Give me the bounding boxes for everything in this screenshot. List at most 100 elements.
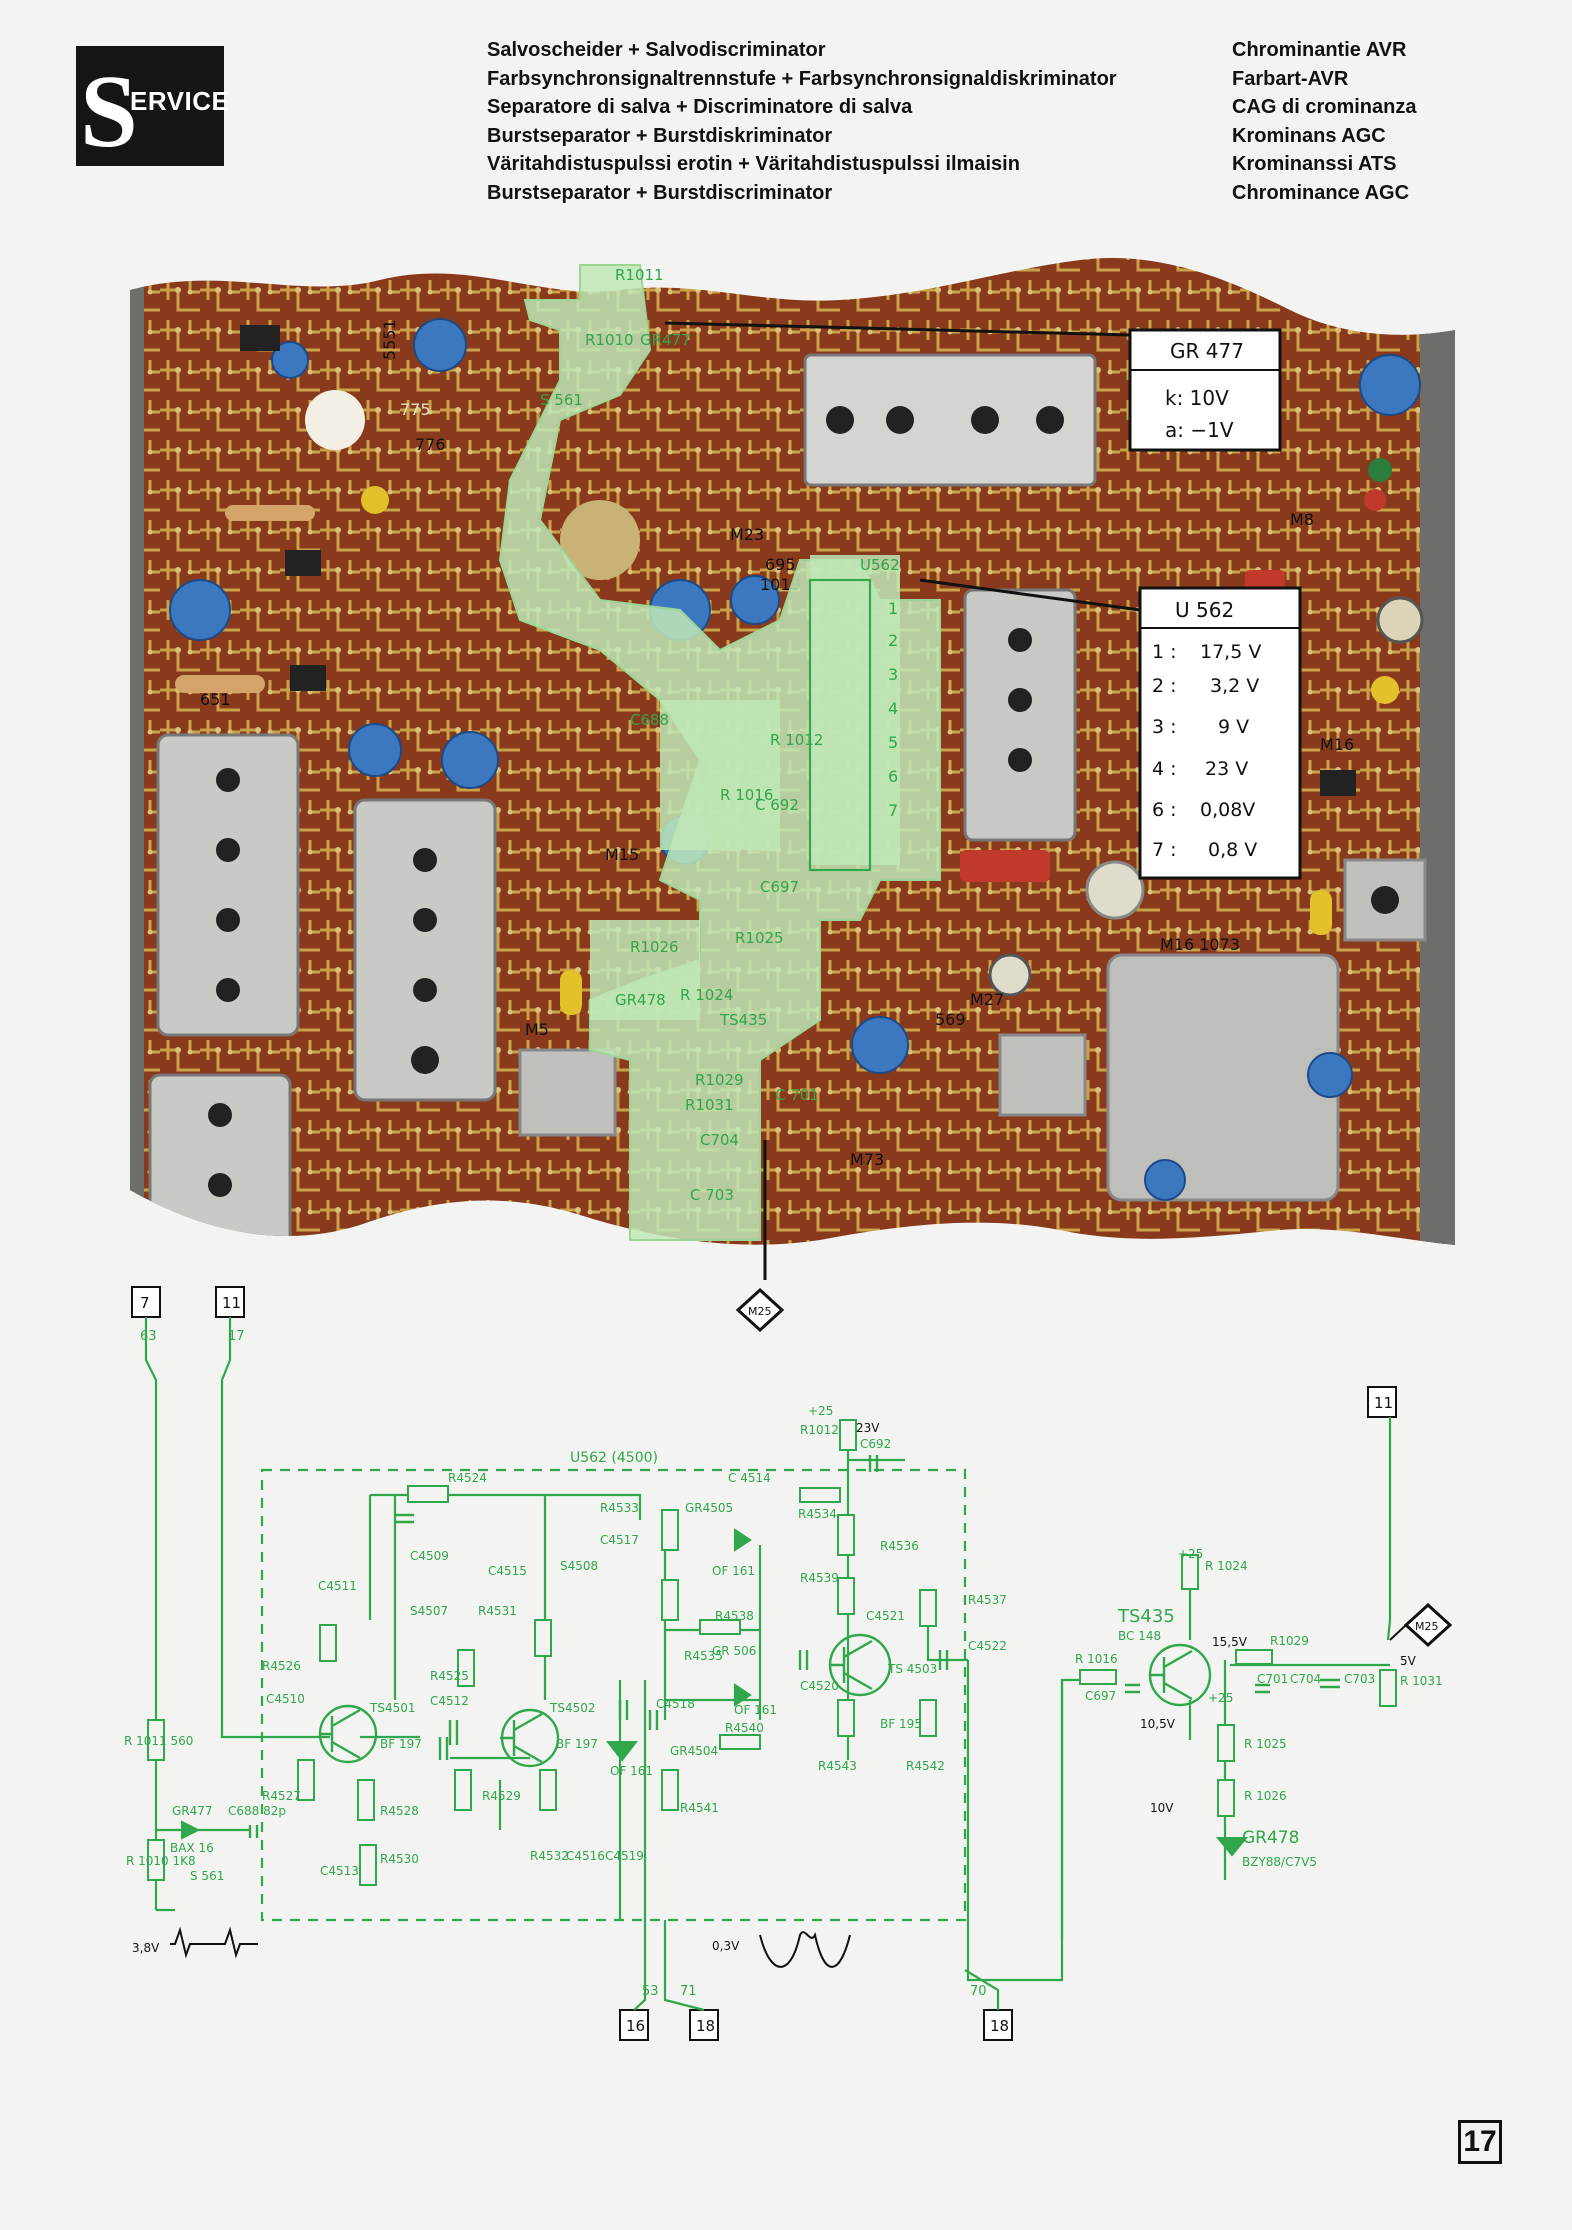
connector-box xyxy=(215,1286,245,1318)
u562-pin: 6 : xyxy=(1152,799,1177,821)
svg-text:M5: M5 xyxy=(525,1020,549,1039)
module-block xyxy=(803,353,1097,487)
ic-pin-number: 4 xyxy=(888,699,898,718)
u562-pin: 3 : xyxy=(1152,716,1177,738)
svg-text:23V: 23V xyxy=(856,1421,880,1435)
svg-text:3,8V: 3,8V xyxy=(132,1941,160,1955)
title-block-right: Chrominantie AVR Farbart-AVR CAG di crom… xyxy=(1232,36,1416,208)
schematic: 7 11 11 16 18 18 63 17 53 71 70 xyxy=(124,1286,1453,2041)
svg-text:695: 695 xyxy=(765,555,796,574)
title-block-left: Salvoscheider + Salvodiscriminator Farbs… xyxy=(487,36,1117,208)
svg-text:C 4514: C 4514 xyxy=(728,1471,771,1485)
svg-text:0,3V: 0,3V xyxy=(712,1939,740,1953)
svg-text:M27: M27 xyxy=(970,990,1004,1009)
transistor-symbol xyxy=(1148,1643,1212,1707)
svg-text:+25: +25 xyxy=(808,1404,833,1418)
svg-text:C701: C701 xyxy=(1257,1672,1288,1686)
svg-text:R4529: R4529 xyxy=(482,1789,521,1803)
svg-text:R 1016: R 1016 xyxy=(1075,1652,1118,1666)
board-label: C 692 xyxy=(755,796,799,814)
ic-pin-number: 2 xyxy=(888,631,898,650)
resistor-symbols xyxy=(147,1419,1397,1886)
svg-text:M23: M23 xyxy=(730,525,764,544)
svg-text:776: 776 xyxy=(415,435,446,454)
board-label: GR477 xyxy=(640,331,691,349)
gr477-title: GR 477 xyxy=(1170,339,1244,363)
title-line: Burstseparator + Burstdiskriminator xyxy=(487,124,833,147)
u562-voltage: 3,2 V xyxy=(1210,675,1259,697)
u562-voltage: 17,5 V xyxy=(1200,641,1261,663)
ic-pin-number: 5 xyxy=(888,733,898,752)
svg-text:C4519: C4519 xyxy=(605,1849,644,1863)
svg-text:R4541: R4541 xyxy=(680,1801,719,1815)
svg-text:R4540: R4540 xyxy=(725,1721,764,1735)
board-label: R 1024 xyxy=(680,986,733,1004)
svg-text:TS435: TS435 xyxy=(1117,1606,1175,1627)
svg-text:C4510: C4510 xyxy=(266,1692,305,1706)
svg-text:BF 195: BF 195 xyxy=(880,1717,922,1731)
board-label: R 1012 xyxy=(770,731,823,749)
svg-text:R 1011 560: R 1011 560 xyxy=(124,1734,193,1748)
connector-label: 16 xyxy=(626,2017,645,2035)
title-line: Chrominance AGC xyxy=(1232,181,1410,204)
svg-text:10V: 10V xyxy=(1150,1801,1174,1815)
title-line: Burstseparator + Burstdiscriminator xyxy=(487,181,833,204)
svg-text:BC 148: BC 148 xyxy=(1118,1629,1161,1643)
board-label: C 703 xyxy=(690,1186,734,1204)
u562-voltage: 23 V xyxy=(1205,758,1248,780)
transistor-symbol xyxy=(318,1704,378,1764)
title-line: Krominans AGC xyxy=(1232,124,1386,147)
svg-text:OF 161: OF 161 xyxy=(610,1764,653,1778)
svg-text:R4530: R4530 xyxy=(380,1852,419,1866)
svg-text:M73: M73 xyxy=(850,1150,884,1169)
svg-text:C4516: C4516 xyxy=(566,1849,605,1863)
logo-text: ERVICE xyxy=(130,86,230,116)
u562-voltage: 0,8 V xyxy=(1208,839,1257,861)
svg-text:OF 161: OF 161 xyxy=(734,1703,777,1717)
u562-title: U 562 xyxy=(1175,598,1234,622)
m25-marker-schematic: M25 xyxy=(1389,1602,1453,1648)
svg-text:C4518: C4518 xyxy=(656,1697,695,1711)
svg-text:R4531: R4531 xyxy=(478,1604,517,1618)
u562-pin: 7 : xyxy=(1152,839,1177,861)
waveform xyxy=(759,1931,851,1968)
svg-text:775: 775 xyxy=(400,400,431,419)
board-label: R1011 xyxy=(615,266,664,284)
logo-initial: S xyxy=(80,54,138,169)
svg-text:GR4504: GR4504 xyxy=(670,1744,718,1758)
svg-text:TS4501: TS4501 xyxy=(369,1701,416,1715)
svg-text:M25: M25 xyxy=(1415,1620,1439,1633)
svg-text:+25: +25 xyxy=(1178,1547,1203,1561)
svg-text:R4527: R4527 xyxy=(262,1789,301,1803)
svg-text:R4528: R4528 xyxy=(380,1804,419,1818)
waveform xyxy=(170,1926,258,1959)
board-label: S 561 xyxy=(540,391,583,409)
gr477-k-voltage: k: 10V xyxy=(1165,386,1229,410)
svg-text:M16 1073: M16 1073 xyxy=(1160,935,1240,954)
module-block xyxy=(1106,953,1340,1202)
u562-voltage: 9 V xyxy=(1218,716,1249,738)
svg-text:S4507: S4507 xyxy=(410,1604,448,1618)
svg-text:R4525: R4525 xyxy=(430,1669,469,1683)
board-label: GR478 xyxy=(615,991,666,1009)
svg-text:R4536: R4536 xyxy=(880,1539,919,1553)
board-label: R1031 xyxy=(685,1096,734,1114)
ic-label: U562 (4500) xyxy=(570,1450,658,1466)
svg-text:BF 197: BF 197 xyxy=(556,1737,598,1751)
module-block xyxy=(148,1073,292,1246)
svg-text:R 1025: R 1025 xyxy=(1244,1737,1287,1751)
connector-note: 53 xyxy=(642,1984,659,1999)
board-label: C688 xyxy=(630,711,669,729)
svg-text:C703: C703 xyxy=(1344,1672,1375,1686)
connector-label: 11 xyxy=(1374,1394,1393,1412)
svg-text:R4535: R4535 xyxy=(684,1649,723,1663)
svg-text:R 1024: R 1024 xyxy=(1205,1559,1248,1573)
svg-text:TS4502: TS4502 xyxy=(549,1701,596,1715)
board-label: R1026 xyxy=(630,938,679,956)
svg-text:C4517: C4517 xyxy=(600,1533,639,1547)
svg-text:S 561: S 561 xyxy=(190,1869,224,1883)
svg-text:R4526: R4526 xyxy=(262,1659,301,1673)
svg-text:651: 651 xyxy=(200,690,231,709)
svg-text:15,5V: 15,5V xyxy=(1212,1635,1248,1649)
